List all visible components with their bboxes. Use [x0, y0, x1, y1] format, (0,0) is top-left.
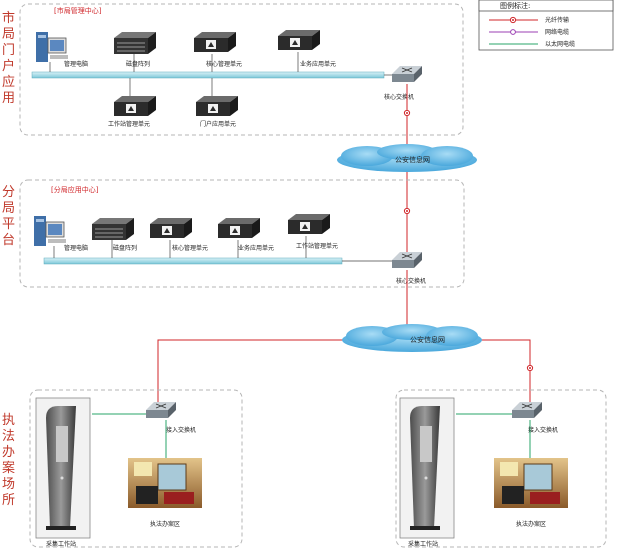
branch-core-switch-label: 核心交换机 [396, 277, 426, 285]
svg-text:用: 用 [2, 91, 15, 106]
mgmt-pc-icon [35, 31, 69, 63]
workstation-mgmt-unit-icon [288, 214, 330, 234]
svg-text:户: 户 [2, 58, 15, 74]
fiber-node-icon [403, 207, 411, 215]
branch-center-label: [分局应用中心] [51, 185, 99, 194]
branch-biz-app-label: 业务应用单元 [238, 244, 274, 252]
branch-disk-array-label: 磁盘阵列 [113, 244, 137, 252]
branch-backbone-bus [43, 257, 343, 265]
city-biz-app-label: 业务应用单元 [300, 60, 336, 68]
core-mgmt-unit-icon [150, 218, 192, 238]
branch-bus-drops [53, 236, 394, 262]
site-left-room-label: 执法办案区 [150, 520, 180, 528]
room-photo-icon [493, 457, 569, 509]
city-section: [市局管理中心] 市 局 门 户 应 用 管理电脑 磁盘阵列 核心管理单元 业务… [2, 3, 464, 136]
branch-core-switch-icon [391, 251, 423, 269]
svg-text:办: 办 [2, 445, 15, 460]
svg-text:局: 局 [2, 201, 15, 216]
legend-title: 图例标注: [500, 1, 530, 10]
svg-text:门: 门 [2, 43, 15, 58]
site-left-boundary [29, 389, 243, 548]
mgmt-pc-icon [33, 215, 67, 247]
site-left-switch-label: 接入交换机 [166, 426, 196, 434]
city-boundary [19, 3, 464, 136]
site-right-kiosk-label: 采集工作站 [408, 540, 438, 548]
legend-item-network-cable: 网络电缆 [545, 28, 569, 36]
site-left-kiosk-label: 采集工作站 [46, 540, 76, 548]
city-backbone-bus [31, 71, 385, 79]
fiber-node-icon [509, 16, 517, 24]
svg-text:分: 分 [2, 185, 15, 200]
svg-text:法: 法 [2, 429, 15, 444]
svg-text:所: 所 [2, 493, 15, 508]
svg-text:执: 执 [2, 413, 15, 428]
svg-text:案: 案 [2, 461, 15, 476]
svg-text:台: 台 [2, 233, 15, 248]
kiosk-icon [399, 397, 455, 539]
access-switch-icon [511, 401, 543, 419]
city-bus-drops [49, 52, 394, 96]
city-workstation-mgmt-label: 工作站管理单元 [108, 120, 150, 128]
city-side-label: 市 局 门 户 应 用 [2, 10, 15, 106]
room-photo-icon [127, 457, 203, 509]
svg-text:场: 场 [2, 477, 15, 492]
legend-item-fiber: 光纤传输 [545, 16, 569, 24]
branch-core-mgmt-label: 核心管理单元 [172, 244, 208, 252]
city-disk-array-label: 磁盘阵列 [126, 60, 150, 68]
workstation-mgmt-unit-icon [114, 96, 156, 116]
site-right: 采集工作站 接入交换机 执法办案区 [395, 389, 607, 548]
branch-section: [分局应用中心] 分 局 平 台 管理电脑 磁盘阵列 核心管理单元 业务应用单元… [2, 179, 465, 288]
branch-workstation-mgmt-label: 工作站管理单元 [296, 242, 338, 250]
svg-text:市: 市 [2, 10, 15, 26]
city-core-switch-icon [391, 65, 423, 83]
site-side-label: 执 法 办 案 场 所 [2, 413, 15, 508]
fiber-links-lower [157, 270, 531, 404]
fiber-node-icon [526, 364, 534, 372]
city-mgmt-pc-label: 管理电脑 [64, 60, 88, 68]
network-cable-icon [510, 29, 516, 35]
disk-array-icon [91, 217, 135, 241]
branch-mgmt-pc-label: 管理电脑 [64, 244, 88, 252]
kiosk-icon [35, 397, 91, 539]
portal-app-unit-icon [196, 96, 238, 116]
svg-text:应: 应 [2, 74, 15, 90]
cloud2-label: 公安信息网 [410, 335, 445, 344]
site-right-room-label: 执法办案区 [516, 520, 546, 528]
branch-side-label: 分 局 平 台 [2, 185, 15, 248]
legend-item-ethernet: 以太网电缆 [545, 40, 575, 48]
disk-array-icon [113, 31, 157, 55]
site-left: 采集工作站 接入交换机 执法办案区 [29, 389, 243, 548]
legend: 图例标注: 光纤传输 网络电缆 以太网电缆 [478, 0, 614, 51]
biz-app-unit-icon [278, 30, 320, 50]
biz-app-unit-icon [218, 218, 260, 238]
fiber-node-icon [403, 109, 411, 117]
city-core-mgmt-label: 核心管理单元 [206, 60, 242, 68]
branch-boundary [19, 179, 465, 288]
core-mgmt-unit-icon [194, 32, 236, 52]
city-center-label: [市局管理中心] [54, 6, 102, 15]
access-switch-icon [145, 401, 177, 419]
site-right-switch-label: 接入交换机 [528, 426, 558, 434]
city-core-switch-label: 核心交换机 [384, 93, 414, 101]
cloud1-label: 公安信息网 [395, 155, 430, 164]
city-portal-app-label: 门户应用单元 [200, 120, 236, 128]
svg-text:平: 平 [2, 217, 15, 232]
svg-text:局: 局 [2, 27, 15, 42]
site-right-boundary [395, 389, 607, 548]
